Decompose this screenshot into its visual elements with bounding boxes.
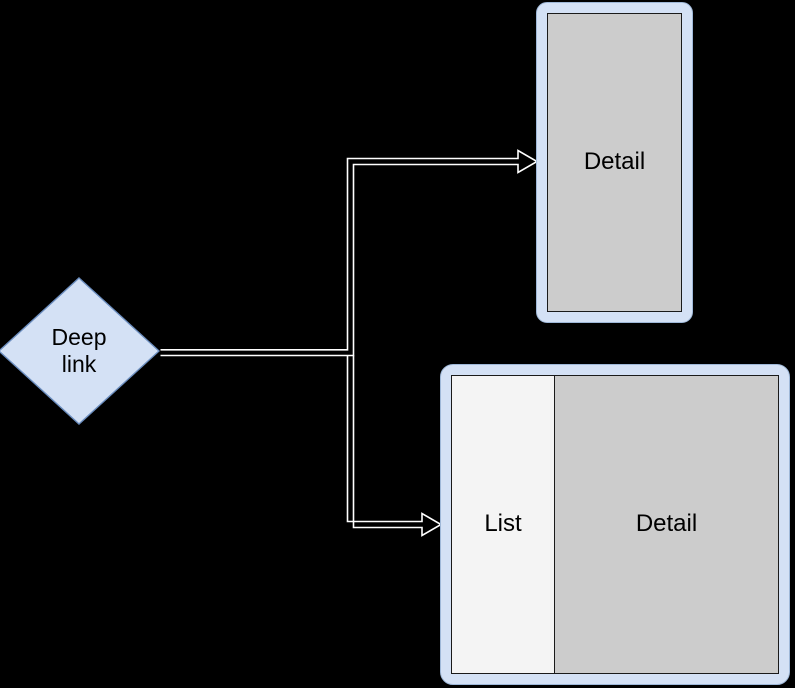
node-tablet[interactable]: List Detail: [440, 364, 790, 685]
phone-detail-label: Detail: [583, 148, 646, 176]
tablet-list-label: List: [484, 510, 522, 538]
node-deep-link[interactable]: Deep link: [0, 277, 160, 425]
phone-screen[interactable]: Detail: [547, 13, 682, 312]
edge-deeplink-to-phone-outline: [160, 149, 539, 357]
edge-deeplink-to-tablet-outline: [346, 355, 443, 537]
tablet-detail-label: Detail: [635, 510, 698, 538]
tablet-list-pane[interactable]: List: [452, 376, 555, 673]
tablet-detail-pane[interactable]: Detail: [555, 376, 778, 673]
rhombus-shape: [0, 277, 160, 425]
tablet-screen: List Detail: [451, 375, 779, 674]
node-deep-link-label: Deep link: [51, 323, 107, 377]
node-phone[interactable]: Detail: [536, 2, 693, 323]
